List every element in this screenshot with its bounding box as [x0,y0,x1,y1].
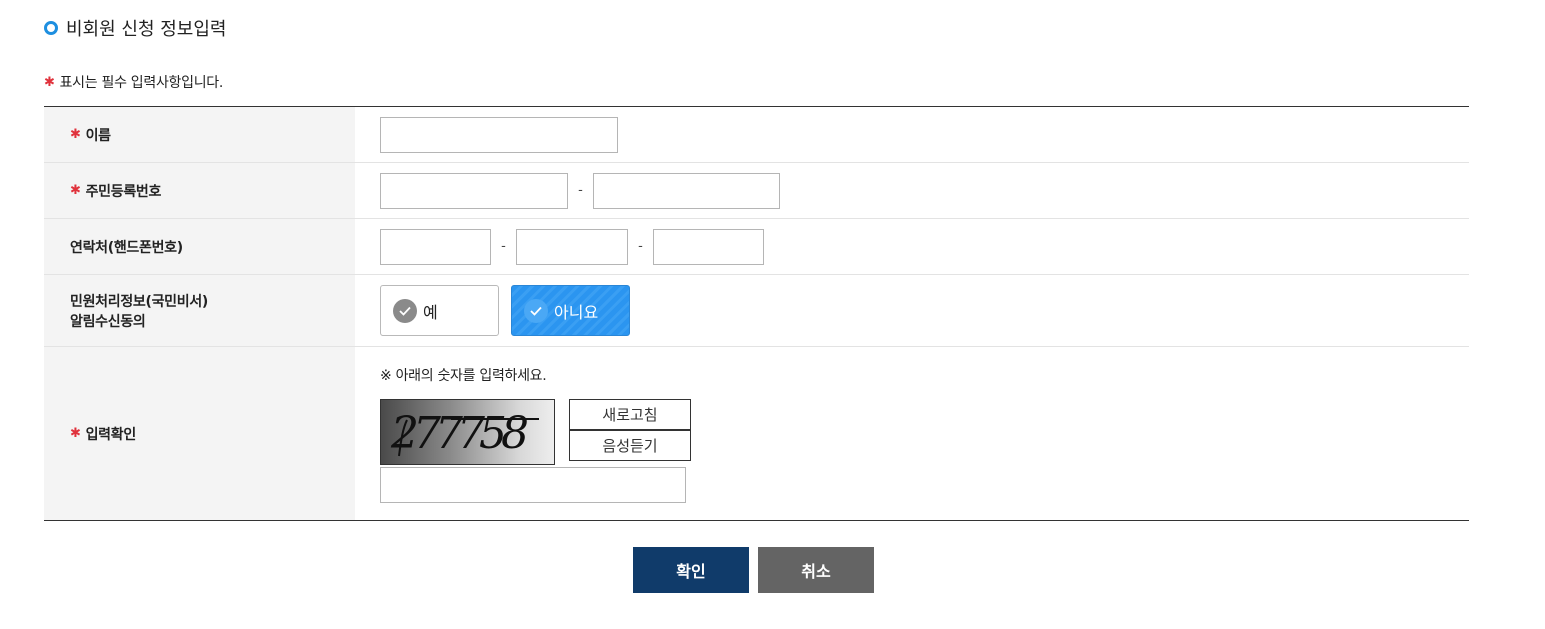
captcha-instruction: ※ 아래의 숫자를 입력하세요. [380,367,547,384]
notify-option-no[interactable]: 아니요 [511,285,630,336]
phone-separator: - [638,239,643,254]
notify-option-no-label: 아니요 [554,302,599,322]
check-icon [524,298,548,323]
required-mark-icon: ✱ [44,74,55,90]
form-actions: 확인 취소 [633,547,874,593]
phone-part3-input[interactable] [653,228,764,265]
phone-label: 연락처(핸드폰번호) [70,239,183,256]
phone-part2-input[interactable] [516,228,628,265]
application-form: ✱ 이름 ✱ 주민등록번호 - 연락처(핸드폰번호) [44,106,1469,521]
notify-row: 민원처리정보(국민비서) 알림수신동의 예 아니요 [44,274,1469,347]
captcha-audio-button[interactable]: 음성듣기 [569,429,691,461]
phone-label-cell: 연락처(핸드폰번호) [44,218,355,275]
rrn-separator: - [578,183,583,198]
rrn-input-cell: - [355,162,1469,219]
name-label-cell: ✱ 이름 [44,106,355,163]
captcha-cell: ※ 아래의 숫자를 입력하세요. 277758 새로고침 음성듣기 [355,347,1469,521]
captcha-label: 입력확인 [85,426,137,443]
circle-bullet-icon [44,21,58,35]
cancel-button[interactable]: 취소 [758,547,874,593]
check-icon [393,298,417,323]
required-mark-icon: ✱ [70,127,81,142]
confirm-button[interactable]: 확인 [633,547,749,593]
section-title-text: 비회원 신청 정보입력 [66,19,227,40]
phone-row: 연락처(핸드폰번호) - - [44,218,1469,275]
rrn-row: ✱ 주민등록번호 - [44,162,1469,219]
rrn-label-cell: ✱ 주민등록번호 [44,162,355,219]
required-mark-icon: ✱ [70,183,81,198]
captcha-row: ✱ 입력확인 ※ 아래의 숫자를 입력하세요. 277758 새로고침 음성듣기 [44,346,1469,521]
rrn-label: 주민등록번호 [85,183,162,200]
notify-label-cell: 민원처리정보(국민비서) 알림수신동의 [44,274,355,347]
captcha-refresh-button[interactable]: 새로고침 [569,398,691,430]
notify-options-cell: 예 아니요 [355,274,1469,347]
name-row: ✱ 이름 [44,106,1469,163]
notify-label-line1: 민원처리정보(국민비서) [70,293,208,310]
name-input-cell [355,106,1469,163]
notify-label-line2: 알림수신동의 [70,313,146,330]
required-note: ✱ 표시는 필수 입력사항입니다. [44,71,223,93]
notify-option-yes-label: 예 [423,302,438,322]
required-mark-icon: ✱ [70,426,81,441]
captcha-image: 277758 [380,398,555,465]
phone-separator: - [501,239,506,254]
section-title: 비회원 신청 정보입력 [44,15,226,41]
rrn-first-input[interactable] [380,172,568,209]
captcha-label-cell: ✱ 입력확인 [44,346,355,521]
notify-label: 민원처리정보(국민비서) 알림수신동의 [70,291,355,331]
rrn-second-input[interactable] [593,172,780,209]
captcha-code-text: 277758 [390,408,528,459]
name-input[interactable] [380,116,618,153]
captcha-input[interactable] [380,466,686,503]
notify-option-yes[interactable]: 예 [380,285,499,336]
name-label: 이름 [85,127,111,144]
phone-part1-input[interactable] [380,228,491,265]
required-note-text: 표시는 필수 입력사항입니다. [59,75,224,91]
phone-input-cell: - - [355,218,1469,275]
